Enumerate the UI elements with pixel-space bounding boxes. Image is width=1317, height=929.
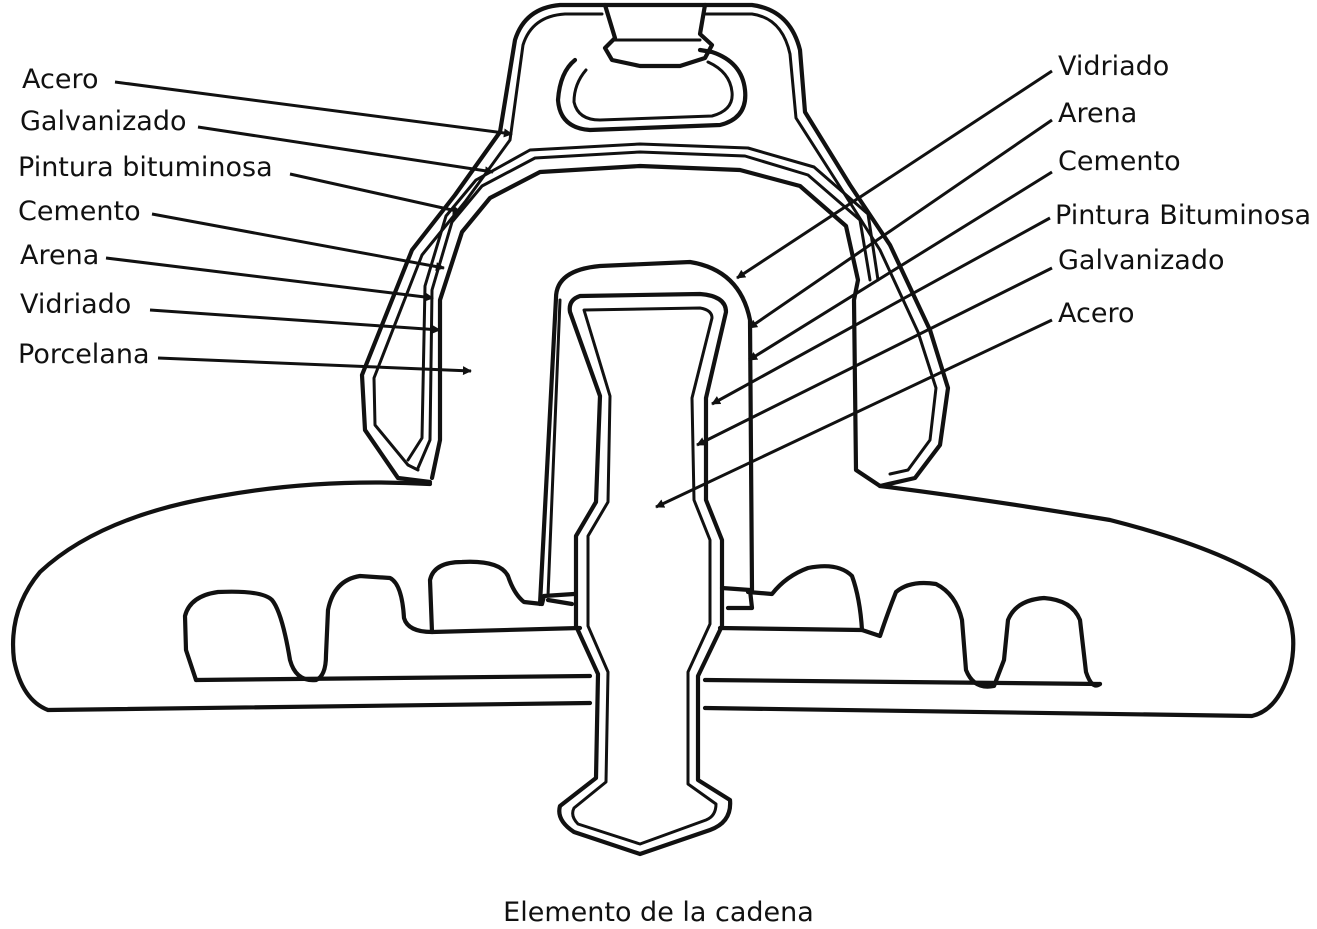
leader-acero-right xyxy=(655,318,1053,509)
leader-vidriado-right xyxy=(736,69,1053,280)
leader-arena-right xyxy=(748,118,1053,330)
label-arena-left: Arena xyxy=(20,240,100,271)
label-cemento-left: Cemento xyxy=(18,196,141,227)
steel-pin xyxy=(557,291,733,857)
leader-acero-left xyxy=(114,80,513,138)
label-arena-right: Arena xyxy=(1058,98,1138,129)
porcelain-body xyxy=(11,480,1296,719)
label-galvanizado-left: Galvanizado xyxy=(20,106,187,137)
label-acero-right: Acero xyxy=(1058,298,1135,329)
label-vidriado-left: Vidriado xyxy=(20,289,132,320)
label-pintura-bituminosa-left: Pintura bituminosa xyxy=(18,152,273,183)
leader-pintura-right xyxy=(711,216,1051,406)
diagram-caption: Elemento de la cadena xyxy=(503,897,814,928)
label-acero-left: Acero xyxy=(22,64,99,95)
label-pintura-bituminosa-right: Pintura Bituminosa xyxy=(1055,200,1311,231)
leader-galvanizado-left xyxy=(197,125,494,176)
leaders-left xyxy=(105,80,513,376)
label-porcelana-left: Porcelana xyxy=(18,339,150,370)
label-vidriado-right: Vidriado xyxy=(1058,51,1170,82)
leader-cemento-right xyxy=(748,170,1053,362)
label-galvanizado-right: Galvanizado xyxy=(1058,245,1225,276)
leader-pintura-left xyxy=(289,172,462,215)
pin-cement-shell xyxy=(537,259,755,611)
leader-cemento-left xyxy=(151,212,445,271)
label-cemento-right: Cemento xyxy=(1058,146,1181,177)
cement-layer xyxy=(406,142,883,489)
steel-cap xyxy=(359,2,951,489)
leaders-right xyxy=(655,69,1053,509)
leader-arena-left xyxy=(105,256,434,302)
leader-vidriado-left xyxy=(149,308,441,334)
leader-galvanizado-right xyxy=(696,266,1053,447)
leader-porcelana-left xyxy=(157,356,472,376)
